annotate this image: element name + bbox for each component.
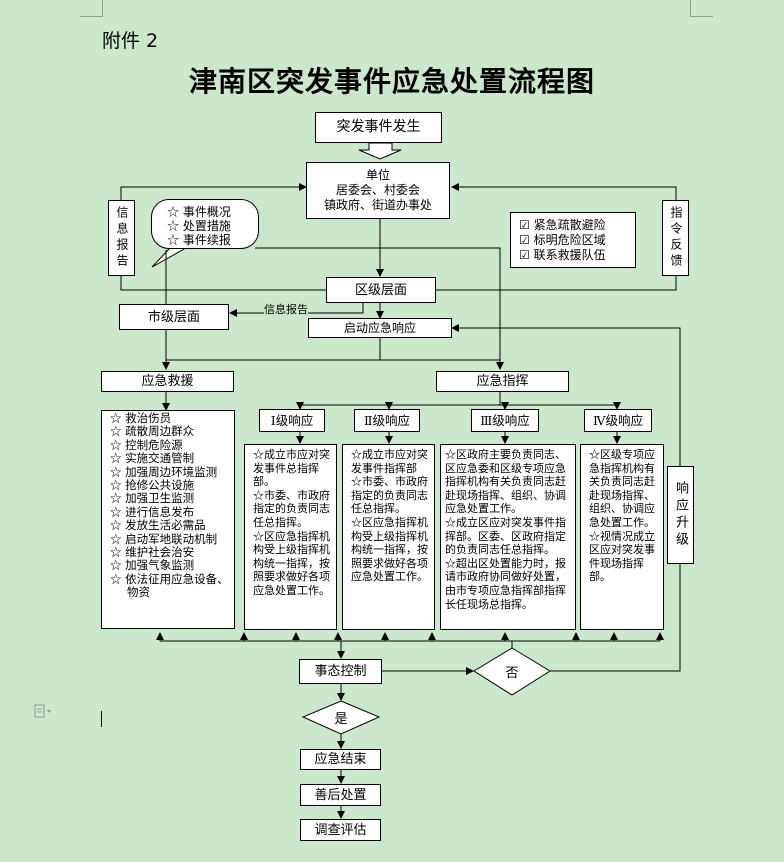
rescue-item: ☆ 依法征用应急设备、 <box>110 571 229 586</box>
level-3-detail-node: ☆区政府主要负责同志、区应急委和区级专项应急指挥机构有关负责同志赶赴现场指挥、组… <box>440 444 576 630</box>
rescue-item: ☆ 维护社会治安 <box>110 545 195 560</box>
level-3-detail-line: ☆超出区处置能力时，报请市政府协同做好处置，由市专项应急指挥部指挥长任现场总指挥… <box>445 556 566 611</box>
level-3-label-node: Ⅲ级响应 <box>471 409 539 432</box>
level-4-detail-line: ☆区级专项应急指挥机构有关负责同志赶赴现场指挥、组织、协调应急处置工作。 <box>589 448 655 529</box>
level-2-label-node: Ⅱ级响应 <box>354 409 420 432</box>
level-3-detail-line: ☆区政府主要负责同志、区应急委和区级专项应急指挥机构有关负责同志赶赴现场指挥、组… <box>445 448 566 516</box>
start-response-node: 启动应急响应 <box>308 318 452 338</box>
rescue-item: 物资 <box>127 585 150 600</box>
rescue-items-node: ☆ 救治伤员 ☆ 疏散周边群众 ☆ 控制危险源 ☆ 实施交通管制 ☆ 加强周边环… <box>101 410 235 629</box>
city-level-node: 市级层面 <box>119 304 229 330</box>
level-4-detail-node: ☆区级专项应急指挥机构有关负责同志赶赴现场指挥、组织、协调应急处置工作。 ☆视情… <box>580 444 664 630</box>
level-1-label-node: Ⅰ级响应 <box>259 409 325 432</box>
rescue-item: ☆ 进行信息发布 <box>110 504 195 519</box>
page-corner-mark-left <box>80 0 103 17</box>
rescue-item: ☆ 加强气象监测 <box>110 558 195 573</box>
paste-options-icon[interactable] <box>34 704 51 718</box>
unit-line-1: 单位 <box>365 168 390 182</box>
level-2-detail-node: ☆成立市应对突发事件指挥部 ☆市委、市政府指定的负责同志任总指挥。 ☆区应急指挥… <box>342 444 435 630</box>
level-4-label-node: Ⅳ级响应 <box>584 409 652 432</box>
unit-line-2: 居委会、村委会 <box>335 183 420 197</box>
level-1-detail-node: ☆成立市应对突发事件总指挥部。 ☆市委、市政府指定的负责同志任总指挥。 ☆区应急… <box>244 444 337 630</box>
level-1-detail-line: ☆市委、市政府指定的负责同志任总指挥。 <box>253 488 330 529</box>
investigation-node: 调查评估 <box>300 819 381 841</box>
level-1-detail-line: ☆区应急指挥机构受上级指挥机构统一指挥，按照要求做好各项应急处置工作。 <box>253 529 330 597</box>
rescue-item: ☆ 发放生活必需品 <box>110 518 206 533</box>
text-cursor <box>101 711 102 727</box>
rescue-item: ☆ 加强卫生监测 <box>110 491 195 506</box>
rescue-item: ☆ 控制危险源 <box>110 437 183 452</box>
info-report-vertical-node: 信息报告 <box>108 200 135 276</box>
unit-node: 单位 居委会、村委会 镇政府、街道办事处 <box>306 162 450 219</box>
level-4-detail-line: ☆视情况成立区应对突发事件现场指挥部。 <box>589 529 655 584</box>
level-2-detail-line: ☆区应急指挥机构受上级指挥机构统一指挥，按照要求做好各项应急处置工作。 <box>351 515 428 584</box>
level-2-detail-line: ☆市委、市政府指定的负责同志任总指挥。 <box>351 475 428 516</box>
info-report-edge-label: 信息报告 <box>264 301 308 317</box>
rescue-node: 应急救援 <box>101 371 234 392</box>
level-2-detail-line: ☆成立市应对突发事件指挥部 <box>351 448 428 475</box>
urgent-measures-node: ☑ 紧急疏散避险 ☑ 标明危险区域 ☑ 联系救援队伍 <box>510 212 636 268</box>
report-item: ☆ 事件续报 <box>167 233 231 247</box>
attachment-label: 附件 2 <box>102 30 159 52</box>
urgent-item: ☑ 联系救援队伍 <box>519 248 606 262</box>
page-corner-mark-right <box>690 0 713 17</box>
decision-no-label: 否 <box>505 665 519 681</box>
level-1-detail-line: ☆成立市应对突发事件总指挥部。 <box>253 448 330 489</box>
report-item: ☆ 处置措施 <box>167 219 231 233</box>
response-upgrade-node: 响应升级 <box>667 466 694 564</box>
rescue-item: ☆ 救治伤员 <box>110 411 172 425</box>
level-3-detail-line: ☆成立区应对突发事件指挥部。区委、区政府指定的负责同志任总指挥。 <box>445 515 566 557</box>
rescue-item: ☆ 疏散周边群众 <box>110 424 195 439</box>
report-contents-callout: ☆ 事件概况 ☆ 处置措施 ☆ 事件续报 <box>151 199 259 249</box>
urgent-item: ☑ 标明危险区域 <box>519 233 606 247</box>
rescue-item: ☆ 启动军地联动机制 <box>110 531 218 546</box>
event-occurs-node: 突发事件发生 <box>315 112 442 143</box>
report-item: ☆ 事件概况 <box>167 205 231 219</box>
urgent-item: ☑ 紧急疏散避险 <box>519 218 606 232</box>
aftermath-node: 善后处置 <box>300 784 381 806</box>
rescue-item: ☆ 加强周边环境监测 <box>110 464 218 479</box>
emergency-end-node: 应急结束 <box>300 749 381 770</box>
command-feedback-vertical-node: 指令反馈 <box>662 200 689 276</box>
command-node: 应急指挥 <box>436 371 569 392</box>
page-title: 津南区突发事件应急处置流程图 <box>188 65 595 98</box>
situation-control-node: 事态控制 <box>299 659 382 684</box>
rescue-item: ☆ 抢修公共设施 <box>110 478 195 493</box>
unit-line-3: 镇政府、街道办事处 <box>323 198 432 212</box>
district-level-node: 区级层面 <box>326 277 436 303</box>
rescue-item: ☆ 实施交通管制 <box>110 451 195 466</box>
decision-yes-label: 是 <box>334 711 348 727</box>
